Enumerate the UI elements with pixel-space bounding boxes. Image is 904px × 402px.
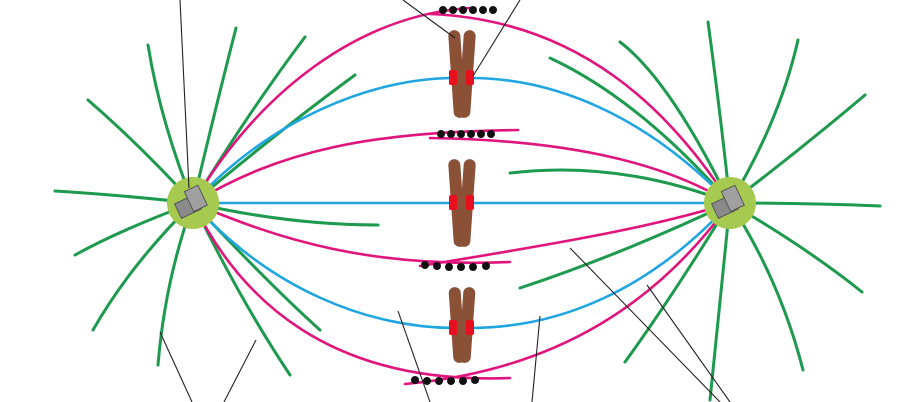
astral-microtubule [518,201,732,290]
polar-microtubules [191,6,732,386]
astral-microtubule [191,26,238,205]
kinetochore [449,195,457,210]
chromosome [448,30,476,118]
polar-microtubule [191,6,472,205]
kinetochore-microtubule [468,76,732,205]
astral-microtubule [191,73,357,205]
leader-line-astral-left-a [159,331,193,402]
kinetochore [449,320,457,335]
leader-line-kinetochore-mt-b [531,315,541,402]
leader-line-polar-mt-b [646,284,731,402]
leader-line-chromosome [402,0,456,39]
kinetochore-microtubule [191,201,457,330]
leader-line-centrosome [179,0,190,189]
motor-protein-cluster [439,6,497,14]
astral-microtubule [623,201,732,364]
kinetochore [466,195,474,210]
motor-protein-clusters [411,6,497,385]
polar-microtubule [191,201,512,265]
polar-microtubule [428,12,732,205]
chromosome [448,287,476,363]
motor-protein-cluster [437,130,495,138]
leader-line-polar-mt-a [569,247,721,402]
spindle-pole-right [704,177,756,229]
motor-protein-cluster [421,261,490,271]
spindle-pole-left [167,177,219,229]
astral-microtubule [728,201,805,372]
astral-microtubules-right [508,20,882,402]
motor-protein-cluster [411,376,479,385]
centriole-pair [710,184,745,220]
leader-line-kinetochore [472,0,521,77]
polar-microtubule [191,201,512,380]
label-leader-lines [159,0,731,402]
chromosomes [448,30,476,363]
kinetochore-microtubules [191,76,732,330]
kinetochore [449,70,457,85]
astral-microtubule [508,168,732,205]
leader-line-astral-left-b [223,339,257,402]
kinetochore [466,70,474,85]
polar-microtubule [403,201,732,386]
astral-microtubule [618,40,732,205]
leader-line-kinetochore-mt-a [397,310,431,402]
chromosome [448,159,476,247]
kinetochore-microtubule [468,201,732,330]
centriole-pair [173,184,208,220]
kinetochore [466,320,474,335]
kinetochore-microtubule [191,76,457,205]
polar-microtubule [418,201,732,268]
polar-microtubule [428,136,732,205]
astral-microtubule [548,56,732,205]
